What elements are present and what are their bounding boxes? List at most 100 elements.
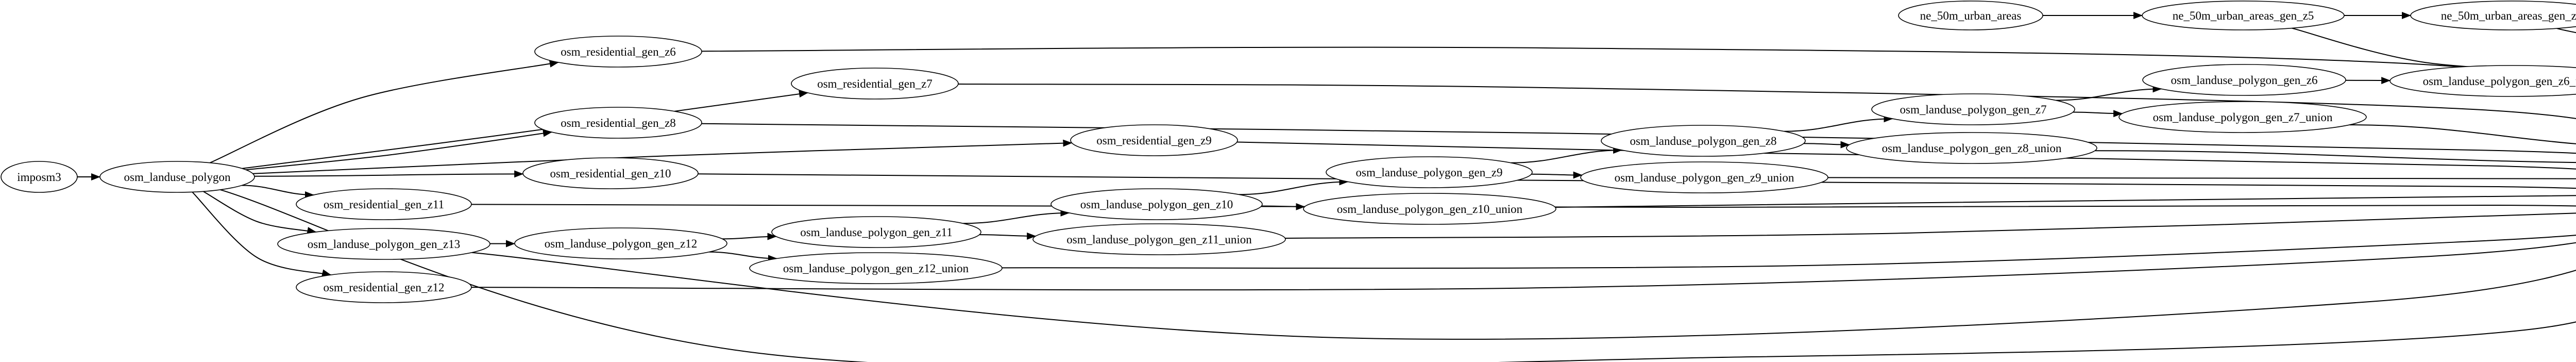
node-ellipse: [2119, 101, 2367, 133]
node-ellipse: [749, 252, 1003, 284]
node-label-ne_50m_urban_areas: ne_50m_urban_areas: [1920, 9, 2022, 22]
node-label-osm_residential_gen_z10: osm_residential_gen_z10: [550, 167, 671, 180]
node-osm_landuse_polygon_gen_z7_union: osm_landuse_polygon_gen_z7_union: [2119, 101, 2367, 133]
node-label-osm_residential_gen_z12: osm_residential_gen_z12: [323, 281, 444, 294]
edge-osm_landuse_polygon-to-osm_residential_gen_z6: [209, 60, 559, 163]
node-label-ne_50m_urban_areas_gen_z4: ne_50m_urban_areas_gen_z4: [2441, 9, 2576, 22]
node-ellipse: [2142, 1, 2345, 30]
node-ellipse: [514, 227, 727, 259]
node-label-osm_landuse_polygon_gen_z9_union: osm_landuse_polygon_gen_z9_union: [1615, 171, 1794, 184]
node-osm_landuse_polygon_gen_z12_union: osm_landuse_polygon_gen_z12_union: [749, 252, 1003, 284]
edge-osm_landuse_polygon_gen_z9-to-osm_landuse_polygon_gen_z8: [1511, 146, 1623, 163]
node-ne_50m_urban_areas: ne_50m_urban_areas: [1898, 1, 2043, 30]
edge-osm_landuse_polygon_gen_z7-to-osm_landuse_polygon_gen_z7_union: [2073, 110, 2123, 118]
node-label-osm_landuse_polygon_gen_z8_union: osm_landuse_polygon_gen_z8_union: [1882, 142, 2062, 155]
edge-osm_landuse_polygon_gen_z12_union-to-layer_landuse-z12: [1002, 235, 2576, 269]
node-osm_landuse_polygon_gen_z6_union: osm_landuse_polygon_gen_z6_union: [2389, 65, 2576, 97]
edge-osm_landuse_polygon-to-osm_residential_gen_z7: [242, 90, 808, 169]
node-ellipse: [1871, 93, 2075, 125]
node-label-osm_landuse_polygon_gen_z6: osm_landuse_polygon_gen_z6: [2171, 74, 2318, 87]
node-label-osm_landuse_polygon_gen_z7: osm_landuse_polygon_gen_z7: [1900, 103, 2047, 116]
node-ellipse: [2142, 64, 2346, 96]
node-label-osm_landuse_polygon_gen_z11_union: osm_landuse_polygon_gen_z11_union: [1066, 233, 1252, 246]
edge-osm_landuse_polygon-to-osm_residential_gen_z9: [252, 139, 1073, 174]
node-label-osm_landuse_polygon_gen_z8: osm_landuse_polygon_gen_z8: [1630, 135, 1777, 147]
edge-osm_landuse_polygon_gen_z9-to-osm_landuse_polygon_gen_z9_union: [1531, 171, 1583, 179]
edge-osm_landuse_polygon_gen_z8-to-osm_landuse_polygon_gen_z7: [1784, 115, 1893, 132]
node-osm_residential_gen_z7: osm_residential_gen_z7: [791, 68, 959, 100]
node-osm_landuse_polygon_gen_z6: osm_landuse_polygon_gen_z6: [2142, 64, 2346, 96]
edge-osm_landuse_polygon_gen_z10_union-to-layer_landuse-z10: [1555, 195, 2576, 208]
edge-osm_landuse_polygon_gen_z8-to-osm_landuse_polygon_gen_z8_union: [1803, 141, 1850, 149]
edge-osm_residential_gen_z12-to-layer_landuse-z12: [471, 242, 2576, 291]
edge-osm_landuse_polygon_gen_z8_union-to-layer_landuse-z8: [2095, 150, 2576, 163]
node-ellipse: [296, 271, 472, 303]
node-label-osm_landuse_polygon_gen_z11: osm_landuse_polygon_gen_z11: [800, 226, 953, 239]
node-osm_landuse_polygon_gen_z8: osm_landuse_polygon_gen_z8: [1601, 125, 1806, 157]
node-ellipse: [1326, 156, 1533, 188]
node-osm_landuse_polygon_gen_z7: osm_landuse_polygon_gen_z7: [1871, 93, 2075, 125]
node-ellipse: [1846, 132, 2097, 164]
node-osm_residential_gen_z12: osm_residential_gen_z12: [296, 271, 472, 303]
node-ne_50m_urban_areas_gen_z4: ne_50m_urban_areas_gen_z4: [2410, 1, 2576, 30]
node-label-osm_landuse_polygon_gen_z12: osm_landuse_polygon_gen_z12: [545, 237, 697, 250]
node-ellipse: [1580, 161, 1828, 193]
node-osm_landuse_polygon_gen_z12: osm_landuse_polygon_gen_z12: [514, 227, 727, 259]
node-osm_landuse_polygon_gen_z10_union: osm_landuse_polygon_gen_z10_union: [1303, 193, 1556, 225]
node-ellipse: [791, 68, 959, 100]
node-ellipse: [296, 188, 472, 220]
edge-osm_residential_gen_z7-to-layer_landuse-z7: [958, 83, 2576, 120]
edge-osm_landuse_polygon_gen_z13-to-layer_landuse-z13: [471, 252, 2576, 340]
node-osm_residential_gen_z6: osm_residential_gen_z6: [534, 36, 702, 68]
node-osm_landuse_polygon_gen_z13: osm_landuse_polygon_gen_z13: [277, 228, 490, 260]
edge-osm_landuse_polygon_gen_z9_union-to-layer_landuse-z9: [1827, 177, 2576, 179]
node-imposm3: imposm3: [1, 161, 78, 193]
edge-osm_landuse_polygon_gen_z10-to-osm_landuse_polygon_gen_z9: [1239, 178, 1349, 195]
edge-osm_landuse_polygon_gen_z11_union-to-layer_landuse-z11: [1285, 212, 2576, 239]
edge-osm_landuse_polygon-to-osm_residential_gen_z8: [246, 129, 553, 171]
node-label-osm_landuse_polygon_gen_z9: osm_landuse_polygon_gen_z9: [1356, 166, 1503, 179]
node-osm_landuse_polygon_gen_z9: osm_landuse_polygon_gen_z9: [1326, 156, 1533, 188]
node-ellipse: [1050, 188, 1263, 220]
edge-osm_landuse_polygon-to-osm_residential_gen_z10: [254, 170, 524, 178]
node-ellipse: [1070, 124, 1238, 156]
node-ellipse: [1898, 1, 2043, 30]
node-ellipse: [522, 157, 699, 189]
node-ellipse: [1303, 193, 1556, 225]
node-label-osm_residential_gen_z7: osm_residential_gen_z7: [817, 77, 933, 90]
edge-osm_landuse_polygon_gen_z12-to-osm_landuse_polygon_gen_z12_union: [709, 251, 777, 262]
node-osm_landuse_polygon_gen_z9_union: osm_landuse_polygon_gen_z9_union: [1580, 161, 1828, 193]
node-osm_landuse_polygon_gen_z11_union: osm_landuse_polygon_gen_z11_union: [1032, 223, 1286, 255]
edge-osm_landuse_polygon-to-osm_landuse_polygon_gen_z13: [203, 191, 317, 234]
edge-osm_residential_gen_z8-to-layer_landuse-z8: [701, 123, 2576, 154]
node-label-osm_landuse_polygon: osm_landuse_polygon: [124, 171, 231, 184]
edge-osm_landuse_polygon_gen_z11-to-osm_landuse_polygon_gen_z10: [963, 209, 1070, 224]
node-label-osm_landuse_polygon_gen_z10_union: osm_landuse_polygon_gen_z10_union: [1337, 203, 1523, 216]
node-ne_50m_urban_areas_gen_z5: ne_50m_urban_areas_gen_z5: [2142, 1, 2345, 30]
node-label-imposm3: imposm3: [17, 171, 61, 184]
node-label-osm_landuse_polygon_gen_z6_union: osm_landuse_polygon_gen_z6_union: [2423, 75, 2576, 88]
edge-ne_50m_urban_areas_gen_z4-to-layer_landuse-z4: [2556, 28, 2576, 34]
edge-osm_landuse_polygon_gen_z12-to-osm_landuse_polygon_gen_z11: [722, 233, 777, 240]
edge-osm_landuse_polygon-to-osm_residential_gen_z11: [242, 185, 314, 199]
node-osm_residential_gen_z9: osm_residential_gen_z9: [1070, 124, 1238, 156]
node-ellipse: [1032, 223, 1286, 255]
node-layer: imposm3 osm_landuse_polygon osm_residentia…: [1, 1, 2576, 303]
node-label-osm_residential_gen_z6: osm_residential_gen_z6: [561, 45, 676, 58]
node-label-osm_landuse_polygon_gen_z12_union: osm_landuse_polygon_gen_z12_union: [783, 262, 969, 275]
node-ellipse: [277, 228, 490, 260]
node-label-osm_landuse_polygon_gen_z7_union: osm_landuse_polygon_gen_z7_union: [2153, 111, 2333, 124]
node-osm_residential_gen_z11: osm_residential_gen_z11: [296, 188, 472, 220]
edge-osm_landuse_polygon-to-layer_landuse-z14+: [220, 189, 2576, 362]
node-ellipse: [1, 161, 78, 193]
edge-osm_landuse_polygon_gen_z7_union-to-layer_landuse-z7: [2349, 124, 2576, 144]
edge-osm_residential_gen_z11-to-layer_landuse-z11: [471, 204, 2576, 208]
node-ellipse: [534, 107, 702, 139]
node-label-osm_residential_gen_z9: osm_residential_gen_z9: [1096, 134, 1212, 147]
node-label-ne_50m_urban_areas_gen_z5: ne_50m_urban_areas_gen_z5: [2173, 9, 2314, 22]
node-ellipse: [2410, 1, 2576, 30]
node-label-osm_residential_gen_z11: osm_residential_gen_z11: [324, 198, 444, 211]
node-ellipse: [2389, 65, 2576, 97]
